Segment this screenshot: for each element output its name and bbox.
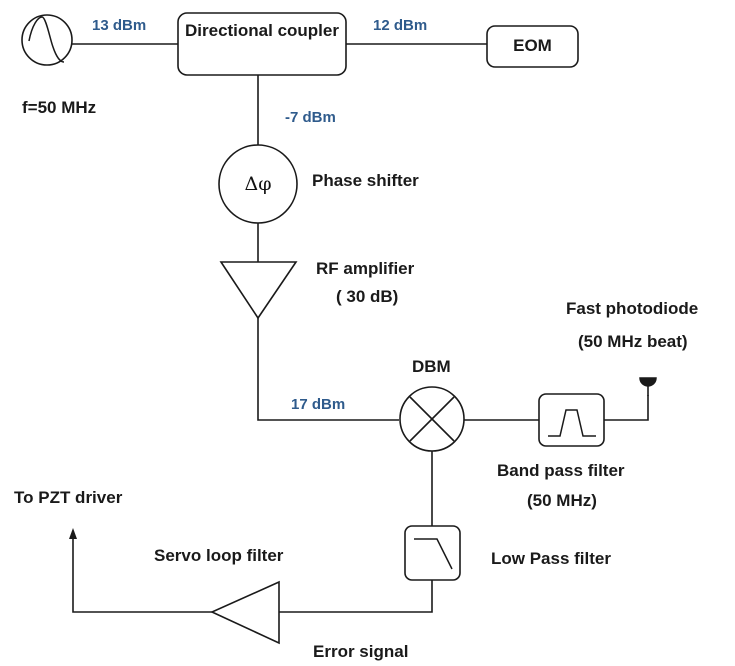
low-pass-filter-block	[404, 525, 461, 581]
signal-wires	[71, 43, 649, 613]
phase-shifter-circle	[218, 144, 298, 224]
photodiode-body	[639, 377, 657, 387]
low-pass-filter-box	[404, 525, 461, 581]
mixer-cross-b	[409, 396, 455, 442]
pzt-output-arrowhead	[69, 528, 77, 539]
photodiode-icon	[639, 377, 657, 396]
eom-label: EOM	[513, 36, 552, 55]
power-oscillator-out: 13 dBm	[92, 17, 147, 34]
rf-amplifier-triangle	[219, 261, 298, 320]
low-pass-filter-label: Low Pass filter	[491, 549, 611, 568]
band-pass-filter-box	[538, 393, 605, 447]
phase-shift-symbol: Δφ	[244, 173, 272, 195]
servo-loop-filter-triangle	[210, 580, 280, 645]
band-pass-icon	[548, 409, 596, 437]
directional-coupler-box	[177, 12, 347, 76]
dbm-label: DBM	[412, 357, 451, 376]
band-pass-filter-block	[538, 393, 605, 447]
power-coupled-port: -7 dBm	[285, 109, 336, 126]
band-pass-filter-freq-label: (50 MHz)	[527, 491, 597, 510]
sine-wave-icon	[28, 16, 65, 63]
fast-photodiode-label: Fast photodiode	[566, 299, 699, 318]
frequency-label: f=50 MHz	[22, 98, 97, 117]
phase-shifter-label: Phase shifter	[312, 171, 419, 190]
eom-box	[486, 25, 579, 68]
oscillator-source	[21, 14, 73, 66]
rf-amplifier-label: RF amplifier	[316, 259, 415, 278]
low-pass-icon	[414, 538, 453, 570]
servo-loop-filter-label: Servo loop filter	[154, 546, 284, 565]
to-pzt-driver-label: To PZT driver	[14, 488, 123, 507]
directional-coupler-label: Directional coupler	[185, 21, 339, 40]
error-signal-label: Error signal	[313, 642, 409, 661]
rf-amplifier-gain-label: ( 30 dB)	[336, 287, 399, 306]
wire-low-pass-filter-to-servo	[279, 580, 433, 613]
fast-photodiode-note: (50 MHz beat)	[578, 332, 688, 351]
power-amplifier-out: 17 dBm	[291, 396, 346, 413]
wire-amplifier-to-dbm	[257, 318, 399, 421]
wire-band-pass-filter-to-photodiode	[604, 395, 649, 421]
oscillator-circle	[21, 14, 73, 66]
dbm-mixer	[399, 386, 465, 452]
band-pass-filter-label: Band pass filter	[497, 461, 625, 480]
wire-servo-to-pzt-output	[72, 538, 212, 613]
power-to-eom: 12 dBm	[373, 17, 428, 34]
